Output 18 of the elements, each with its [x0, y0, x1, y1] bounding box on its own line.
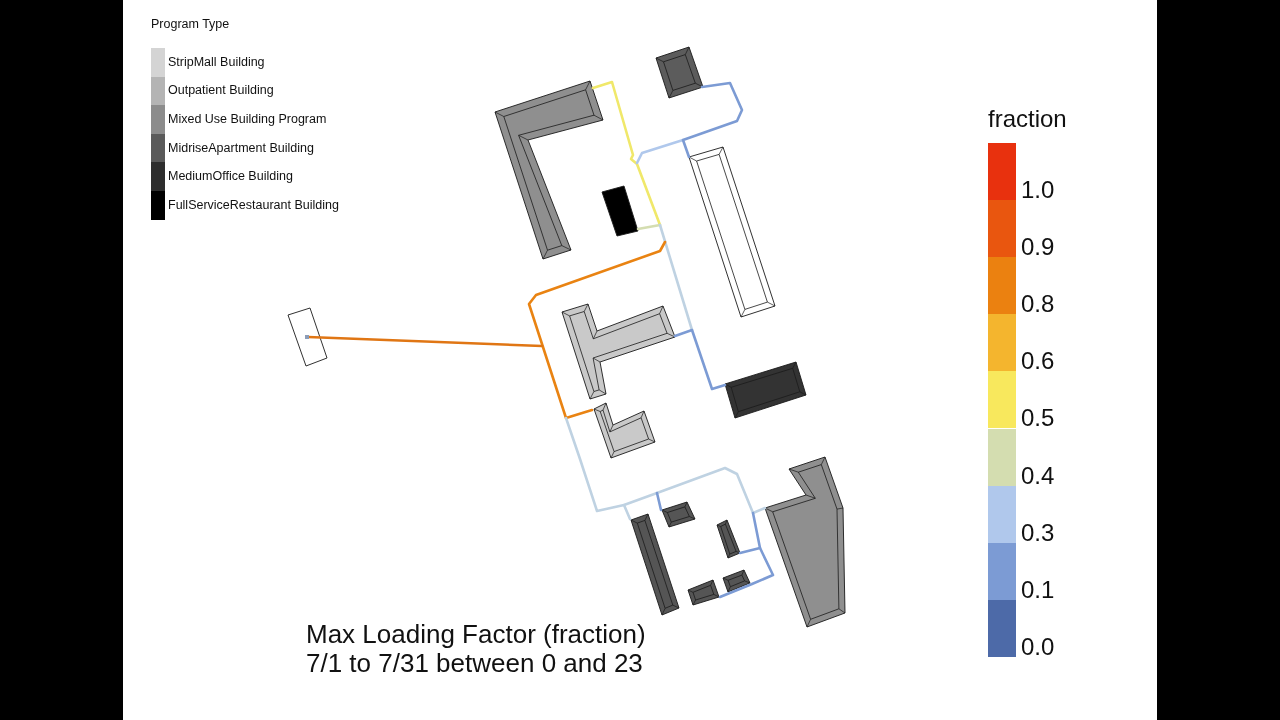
legend-label: StripMall Building [168, 54, 265, 70]
legend-label: Mixed Use Building Program [168, 112, 327, 127]
scale-label: 0.4 [1021, 461, 1055, 490]
scale-label: 0.6 [1021, 347, 1055, 376]
legend-label: MediumOffice Building [168, 169, 293, 185]
scale-label: 0.9 [1021, 233, 1055, 262]
scale-label: 0.8 [1021, 290, 1055, 319]
scale-label: 0.5 [1021, 404, 1055, 433]
legend-label: Outpatient Building [168, 83, 274, 99]
scale-label: 0.3 [1021, 518, 1055, 547]
legend-label: FullServiceRestaurant Building [168, 197, 339, 213]
scale-label: 0.1 [1021, 575, 1055, 604]
scale-label: 1.0 [1021, 176, 1055, 204]
caption: Max Loading Factor (fraction) 7/1 to 7/31 between 0 and 23 [306, 620, 647, 678]
scale-title: fraction [988, 105, 1067, 133]
legend-label: MidriseApartment Building [168, 140, 314, 156]
legend-title: Program Type [151, 17, 230, 32]
scale-label: 0.0 [1021, 632, 1055, 661]
